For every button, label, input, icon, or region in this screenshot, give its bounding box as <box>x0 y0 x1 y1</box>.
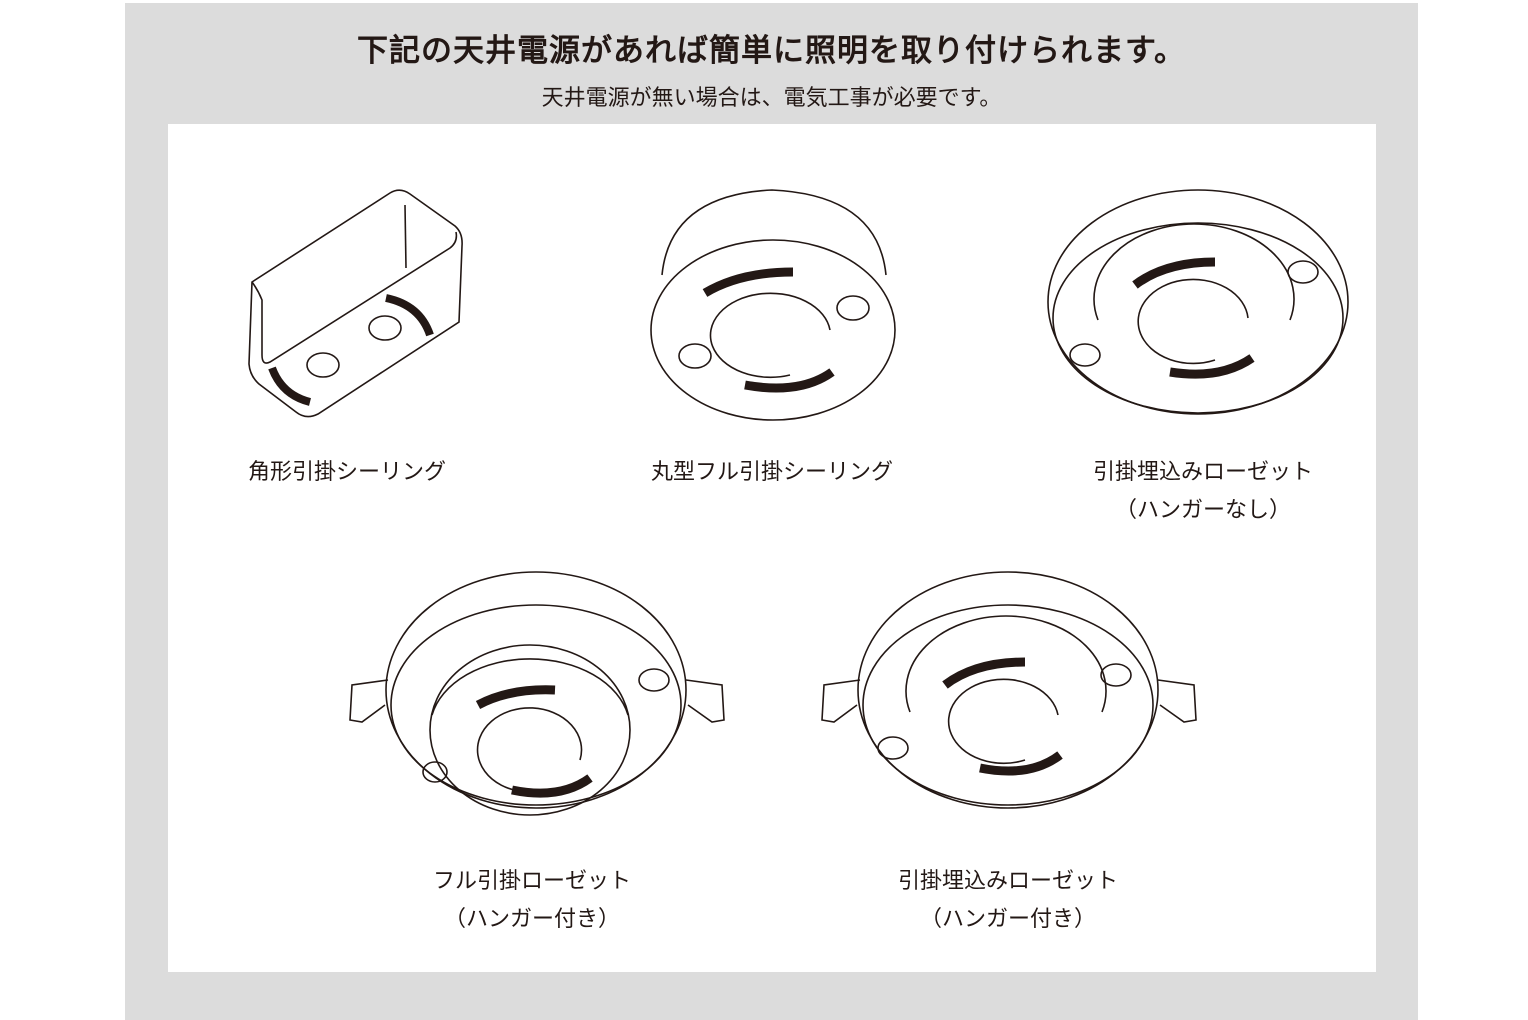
item-label-round-ceiling: 丸型フル引掛シーリング <box>612 454 932 492</box>
item-name: フル引掛ローゼット <box>432 869 631 894</box>
item-name: 丸型フル引掛シーリング <box>650 460 893 485</box>
item-name: 引掛埋込みローゼット <box>897 869 1118 894</box>
embedded-rosette-hanger-illustration <box>821 571 1197 809</box>
item-label-full-rosette-hanger: フル引掛ローゼット （ハンガー付き） <box>372 863 692 939</box>
item-label-embedded-rosette: 引掛埋込みローゼット （ハンガーなし） <box>1043 454 1363 530</box>
item-note: （ハンガー付き） <box>919 907 1096 932</box>
embedded-rosette-illustration <box>1047 189 1349 415</box>
item-name: 引掛埋込みローゼット <box>1092 460 1313 485</box>
item-note: （ハンガーなし） <box>1114 498 1291 523</box>
full-rosette-hanger-illustration <box>349 571 725 816</box>
page-title: 下記の天井電源があれば簡単に照明を取り付けられます。 <box>357 33 1186 69</box>
item-name: 角形引掛シーリング <box>247 460 446 485</box>
item-label-embedded-rosette-hanger: 引掛埋込みローゼット （ハンガー付き） <box>848 863 1168 939</box>
round-ceiling-outlet-illustration <box>650 189 896 421</box>
page-subtitle: 天井電源が無い場合は、電気工事が必要です。 <box>541 86 1002 111</box>
square-ceiling-outlet-illustration <box>248 189 463 418</box>
item-note: （ハンガー付き） <box>443 907 620 932</box>
item-label-square-ceiling: 角形引掛シーリング <box>187 454 507 492</box>
